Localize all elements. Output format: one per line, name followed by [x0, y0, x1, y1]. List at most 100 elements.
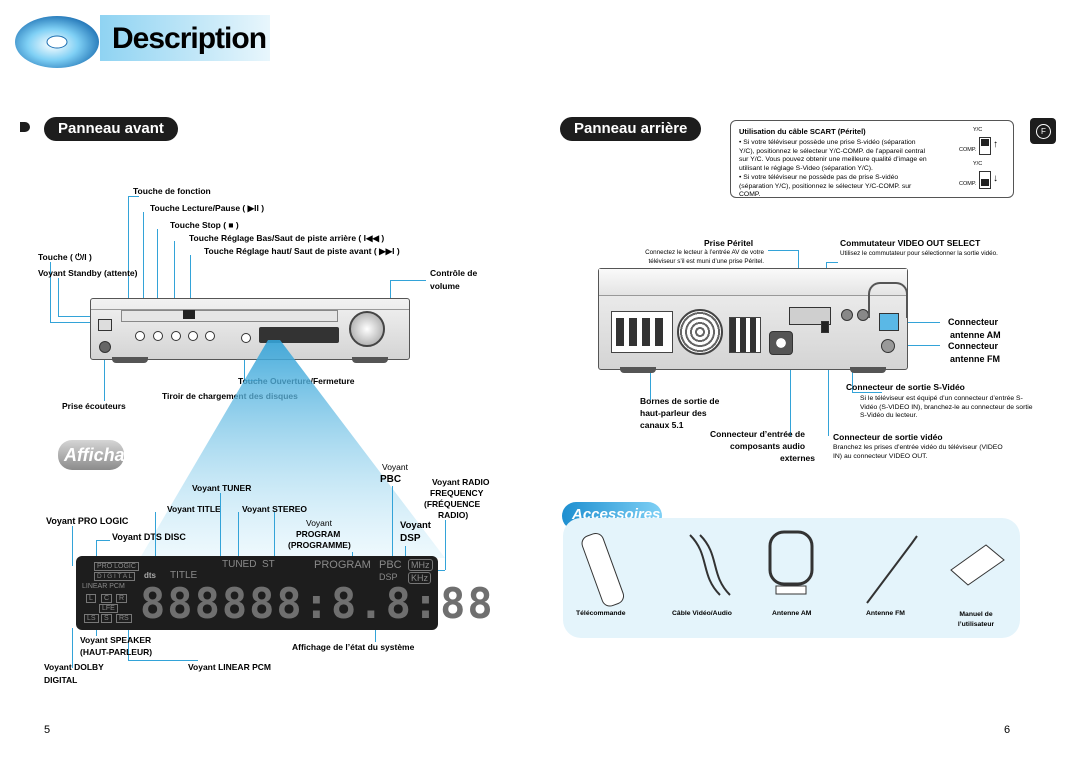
- label-commutateur: Commutateur VIDEO OUT SELECT: [840, 238, 981, 248]
- front-display-window: [259, 327, 339, 343]
- scart-bullet-1: • Si votre téléviseur possède une prise …: [739, 139, 927, 172]
- callout-line: [96, 540, 110, 541]
- callout-line: [58, 316, 96, 317]
- am-antenna-terminal: [879, 313, 899, 331]
- page-number-left: 5: [44, 724, 51, 736]
- open-close-button[interactable]: [241, 333, 251, 343]
- tuning-down-button[interactable]: [188, 331, 198, 341]
- label-bornes-3: canaux 5.1: [640, 420, 684, 430]
- display-dsp: DSP: [379, 572, 398, 582]
- section-marker: [20, 122, 30, 132]
- callout-line: [392, 486, 393, 560]
- cooling-fan: [677, 309, 723, 355]
- switch-knob: [981, 139, 989, 146]
- display-spk-s: S: [101, 614, 112, 623]
- video-out-select-switch[interactable]: [821, 321, 829, 333]
- power-button[interactable]: [98, 319, 112, 331]
- label-voyant-program-3: (PROGRAMME): [288, 540, 351, 550]
- label-voyant-linear-pcm: Voyant LINEAR PCM: [188, 662, 271, 672]
- callout-line: [900, 322, 940, 323]
- speaker-terminals: [611, 311, 673, 353]
- scart-info-box: Utilisation du câble SCART (Péritel) • S…: [730, 120, 1014, 198]
- display-digital: D I G I T A L: [94, 572, 136, 581]
- stop-button[interactable]: [171, 331, 181, 341]
- label-voyant-speaker-2: (HAUT-PARLEUR): [80, 647, 153, 657]
- accessoires-panel: [563, 518, 1020, 638]
- accessoire-caption: Câble Vidéo/Audio: [672, 610, 732, 617]
- label-svideo-desc: Si le téléviseur est équipé d’un connect…: [860, 395, 1033, 419]
- label-voyant-pbc-2: PBC: [380, 474, 402, 485]
- callout-line: [650, 360, 651, 400]
- label-controle-volume: Contrôle de: [430, 268, 478, 278]
- display-khz: KHz: [408, 572, 432, 584]
- headphone-jack[interactable]: [99, 341, 111, 353]
- callout-line: [128, 660, 198, 661]
- callout-line: [390, 280, 426, 281]
- callout-line: [50, 322, 96, 323]
- label-prise-peritel-desc: Connectez le lecteur à l’entrée AV de vo…: [645, 249, 764, 265]
- page-title: Description: [112, 22, 267, 55]
- section-title-panneau-arriere: Panneau arrière: [560, 117, 702, 141]
- accessoire-caption: Télécommande: [576, 610, 626, 617]
- callout-line: [852, 392, 882, 393]
- display-dts: dts: [144, 571, 156, 580]
- callout-line: [58, 278, 59, 316]
- section-title-panneau-avant: Panneau avant: [44, 117, 178, 141]
- callout-line: [790, 350, 791, 436]
- arrow-down-icon: ↓: [993, 173, 998, 184]
- label-voyant-pro-logic: Voyant PRO LOGIC: [46, 516, 129, 526]
- label-antenne-am-2: antenne AM: [950, 330, 1001, 340]
- volume-knob[interactable]: [349, 311, 385, 347]
- rear-top-face: [599, 269, 907, 296]
- disc-tray: [121, 310, 338, 322]
- display-pro-logic: PRO LOGIC: [94, 562, 139, 571]
- label-svideo-title: Connecteur de sortie S-Vidéo: [846, 382, 965, 392]
- label-voyant-program-2: PROGRAM: [296, 529, 341, 539]
- callout-line: [900, 345, 940, 346]
- callout-line: [157, 229, 158, 308]
- callout-line: [96, 540, 97, 570]
- play-pause-button[interactable]: [153, 331, 163, 341]
- display-spk-rs: RS: [116, 614, 132, 623]
- label-bornes-1: Bornes de sortie de: [640, 396, 720, 406]
- user-manual-image: [946, 540, 1006, 595]
- callout-line: [104, 355, 105, 401]
- label-prise-peritel: Prise Péritel: [704, 238, 754, 248]
- affichage-title: Affichage: [64, 445, 146, 465]
- callout-line: [50, 262, 51, 322]
- label-voyant-speaker-1: Voyant SPEAKER: [80, 635, 152, 645]
- fm-antenna-image: [862, 528, 922, 613]
- switch-comp-label-1: COMP.: [959, 147, 977, 153]
- callout-line: [143, 212, 144, 308]
- language-badge: F: [1030, 118, 1056, 144]
- display-panel: PRO LOGIC D I G I T A L LINEAR PCM dts T…: [76, 556, 493, 630]
- callout-line: [375, 626, 376, 642]
- label-commutateur-desc: Utilisez le commutateur pour sélectionne…: [840, 250, 998, 257]
- header-band: [100, 15, 270, 61]
- svideo-jack: [841, 309, 853, 321]
- tuning-up-button[interactable]: [205, 331, 215, 341]
- front-top-strip: [91, 299, 409, 310]
- label-touche-power: Touche ( ⏻/I ): [38, 252, 92, 262]
- remote-control-image: [580, 530, 630, 615]
- accessoire-caption: Antenne FM: [866, 610, 905, 617]
- label-affichage-etat: Affichage de l’état du système: [292, 642, 415, 652]
- label-voyant-radio-2: FREQUENCY: [430, 488, 484, 498]
- switch-diagram-comp: [979, 171, 991, 189]
- device-foot: [620, 367, 656, 373]
- switch-yc-label-1: Y/C: [973, 127, 983, 133]
- label-touche-fonction: Touche de fonction: [133, 186, 211, 196]
- callout-line: [128, 196, 129, 302]
- callout-line: [72, 628, 73, 668]
- label-entree-1: Connecteur d’entrée de: [710, 429, 805, 439]
- display-linear-pcm: LINEAR PCM: [82, 583, 125, 590]
- beam-graphic: [130, 340, 450, 560]
- label-voyant-dolby-2: DIGITAL: [44, 675, 78, 685]
- label-voyant-pbc-1: Voyant: [382, 462, 408, 472]
- label-tiroir: Tiroir de chargement des disques: [162, 391, 298, 401]
- label-controle-volume-2: volume: [430, 281, 460, 291]
- function-button[interactable]: [135, 331, 145, 341]
- arrow-up-icon: ↑: [993, 139, 998, 150]
- display-spk-ls: LS: [84, 614, 99, 623]
- label-voyant-dts-disc: Voyant DTS DISC: [112, 532, 186, 542]
